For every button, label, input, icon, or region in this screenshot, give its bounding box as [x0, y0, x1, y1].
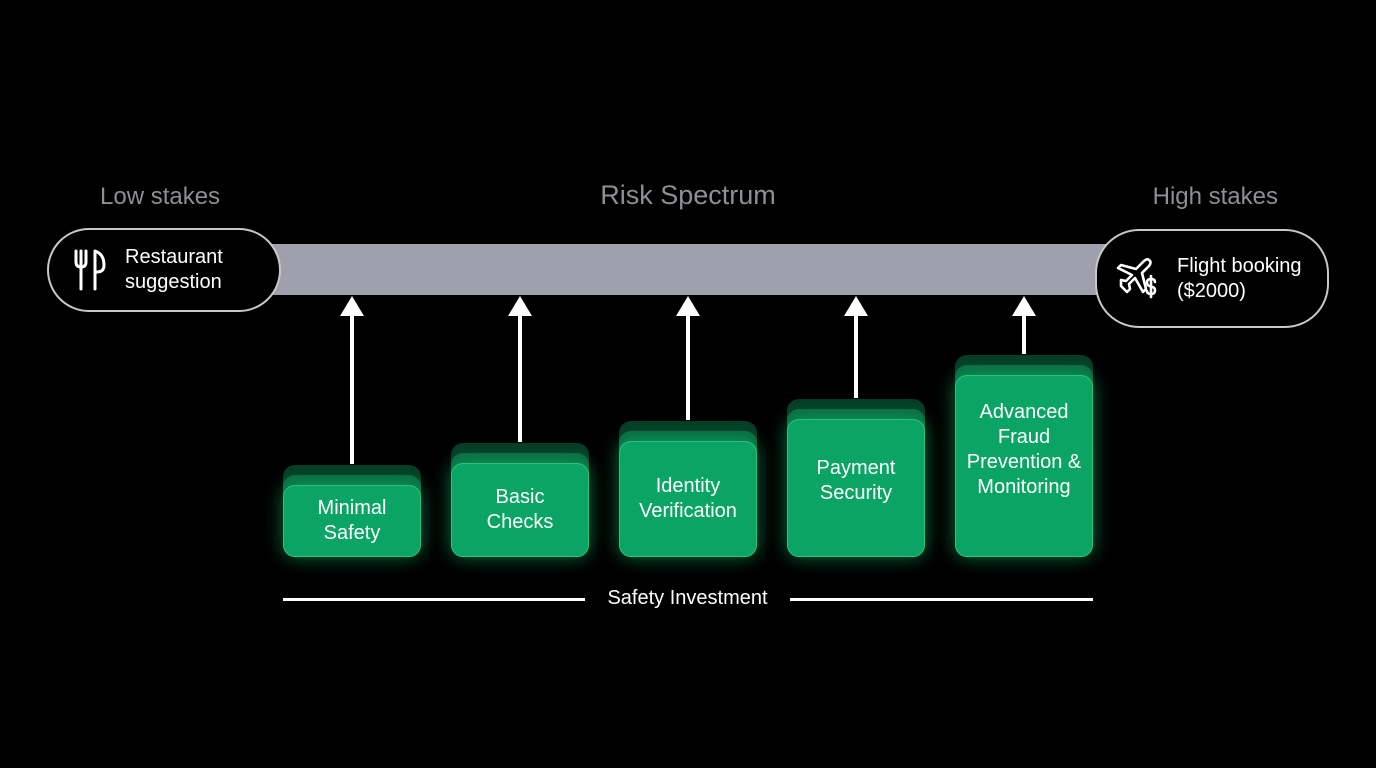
diagram-title: Risk Spectrum: [600, 180, 776, 210]
level-label-line: Security: [819, 482, 893, 504]
endpoint-right-line2: ($2000): [1177, 279, 1246, 302]
level-label-line: Prevention &: [966, 451, 1082, 473]
level-label-line: Safety: [323, 522, 381, 544]
low-stakes-label: Low stakes: [100, 183, 221, 210]
level-label-line: Identity: [655, 475, 721, 497]
level-label-line: Basic: [495, 486, 545, 508]
level-label-line: Monitoring: [977, 476, 1071, 498]
plane-dollar-icon: [1115, 256, 1161, 302]
level-label-line: Fraud: [997, 426, 1051, 448]
axis-line-right: [790, 598, 1093, 601]
level-label-line: Payment: [816, 457, 896, 479]
endpoint-left-line2: suggestion: [125, 271, 222, 293]
level-label-line: Checks: [486, 511, 554, 533]
fork-knife-icon: [73, 248, 107, 292]
high-stakes-label: High stakes: [1152, 183, 1278, 210]
level-label-line: Advanced: [979, 401, 1069, 423]
safety-investment-label: Safety Investment: [607, 587, 768, 609]
axis-line-left: [283, 598, 585, 601]
restaurant-suggestion-endpoint: Restaurant suggestion: [47, 228, 281, 312]
level-label-line: Verification: [639, 500, 737, 522]
risk-spectrum-bar: [260, 244, 1120, 295]
level-label-line: Minimal: [317, 497, 387, 519]
flight-booking-endpoint: Flight booking ($2000): [1095, 229, 1329, 328]
endpoint-right-line1: Flight booking: [1177, 254, 1302, 277]
endpoint-left-line1: Restaurant: [125, 246, 223, 268]
